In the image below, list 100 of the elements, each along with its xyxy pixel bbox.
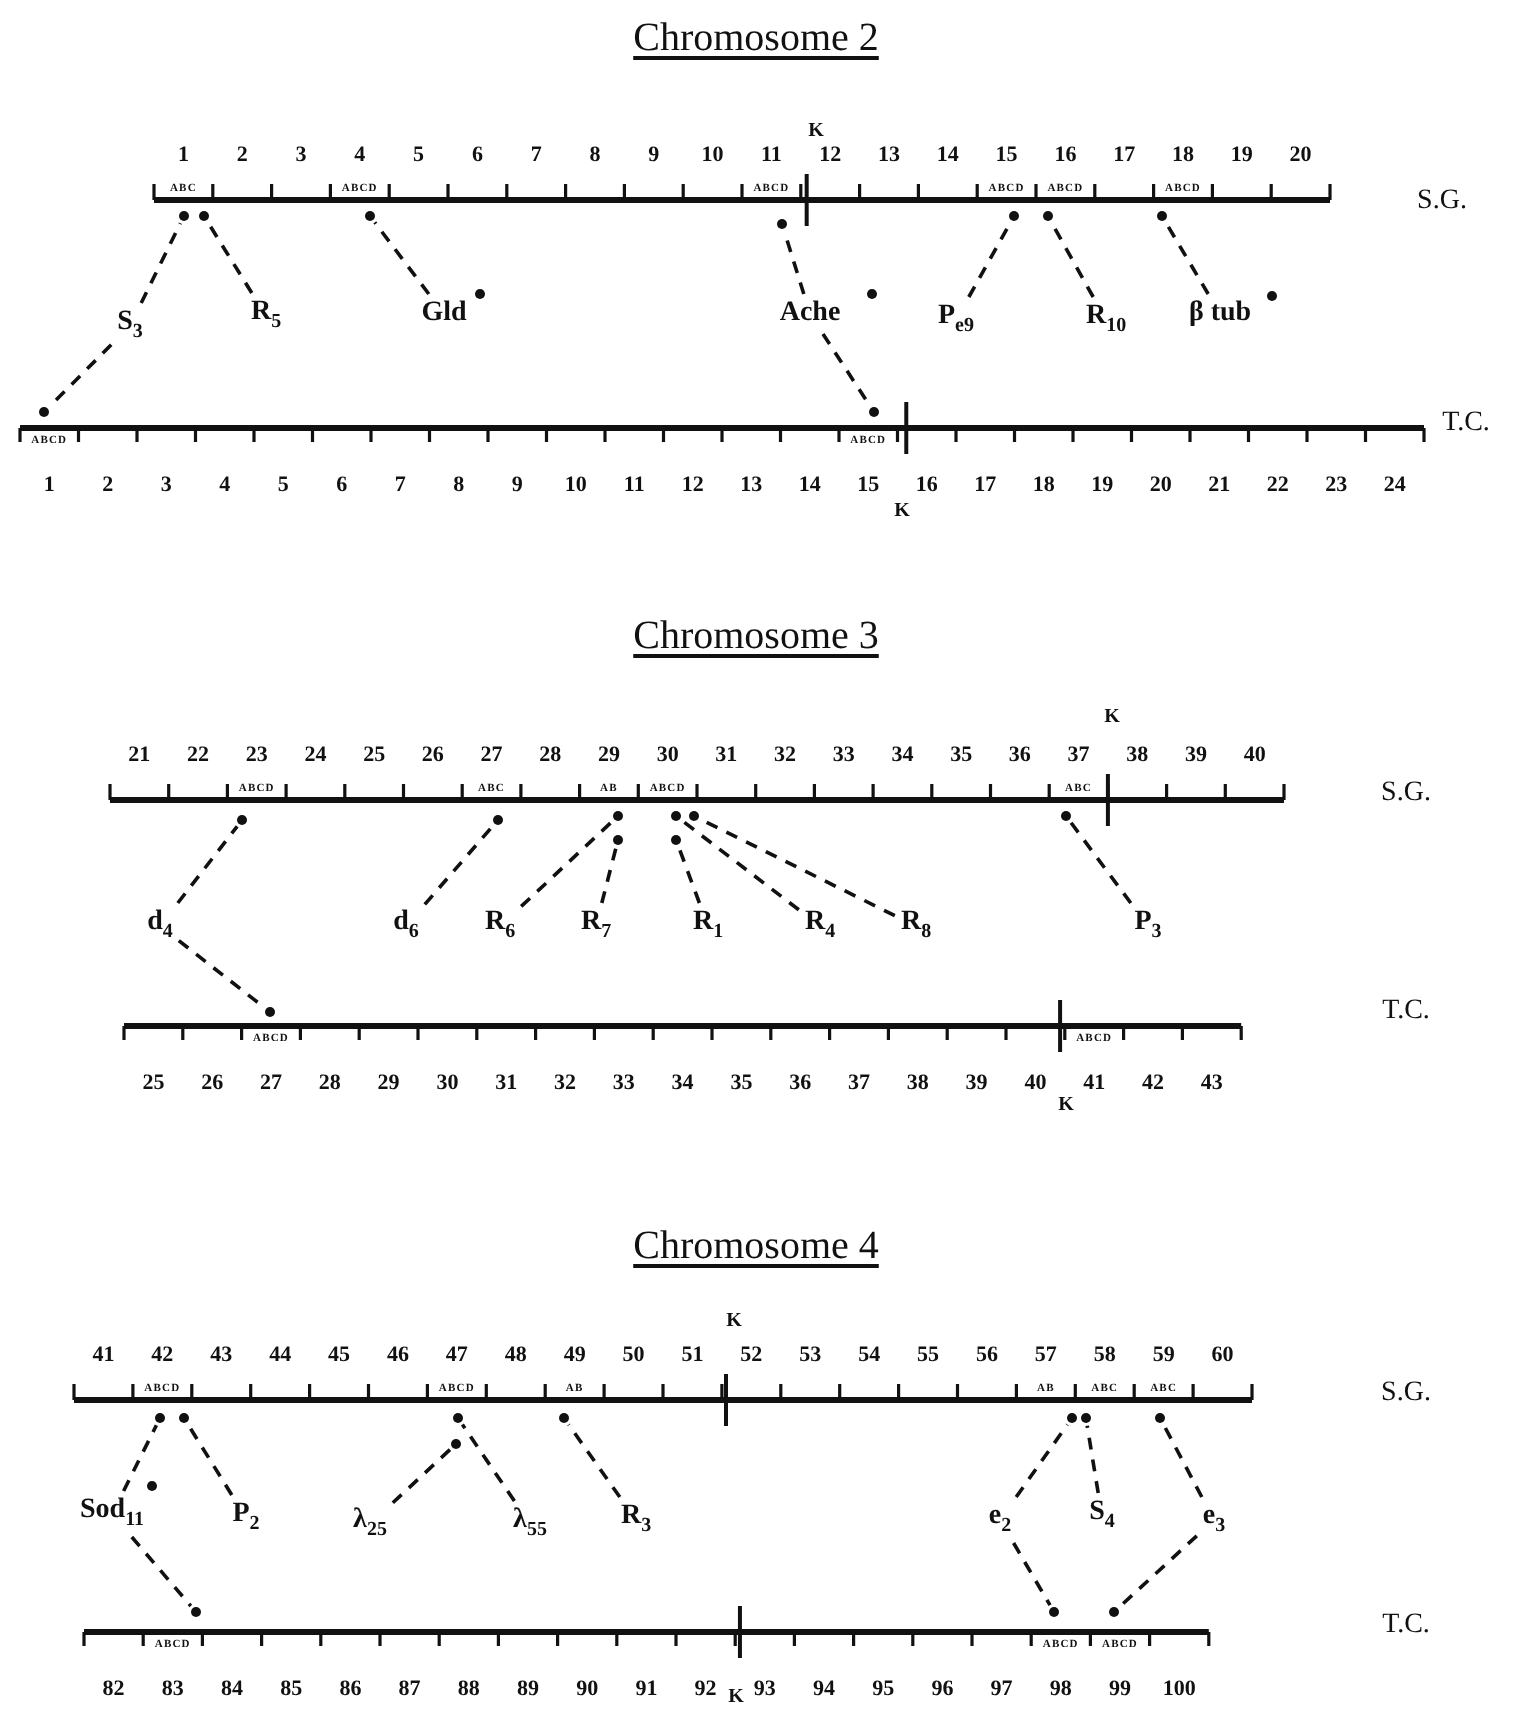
division-number: 42 [151, 1345, 174, 1367]
division-number: 19 [1230, 145, 1253, 167]
division-number: 91 [635, 1679, 658, 1701]
gene-label: S$_{4}$ [1087, 1497, 1117, 1535]
division-number: 31 [715, 745, 738, 767]
leader-line [1118, 1534, 1198, 1608]
division-number: 26 [201, 1073, 224, 1095]
division-number: 55 [917, 1345, 940, 1367]
leader-line [1164, 221, 1210, 295]
division-number: 11 [760, 145, 782, 167]
division-number: 56 [975, 1345, 998, 1367]
division-number: 54 [858, 1345, 881, 1367]
locus-dot [475, 289, 485, 299]
division-number: 44 [269, 1345, 292, 1367]
division-number: 38 [906, 1073, 929, 1095]
division-number: 3 [295, 145, 307, 167]
division-number: 87 [398, 1679, 421, 1701]
division-number: 94 [813, 1679, 835, 1701]
division-number: 14 [798, 475, 821, 497]
locus-dot [1067, 1413, 1077, 1423]
division-number: 10 [564, 475, 587, 497]
leader-line [1050, 222, 1095, 298]
division-number: 3 [160, 475, 172, 497]
leader-line [391, 1448, 452, 1505]
division-number: 35 [950, 745, 973, 767]
division-number: 41 [1083, 1073, 1106, 1095]
division-number: 50 [622, 1345, 645, 1367]
division-number: 9 [648, 145, 660, 167]
gene-label: R$_{7}$ [578, 907, 614, 945]
division-number: 97 [990, 1679, 1013, 1701]
division-number: 30 [656, 745, 679, 767]
division-number: 32 [774, 745, 797, 767]
locus-dot [365, 211, 375, 221]
gene-label: e$_{2}$ [986, 1501, 1014, 1539]
division-number: 27 [480, 745, 503, 767]
gene-label: λ$_{25}$ [351, 1505, 389, 1543]
leader-line [567, 1423, 622, 1499]
centromere-label: K [808, 122, 824, 142]
division-number: 14 [936, 145, 959, 167]
locus-dot [559, 1413, 569, 1423]
division-number: 4 [219, 475, 231, 497]
division-number: 51 [681, 1345, 704, 1367]
division-number: 98 [1049, 1679, 1072, 1701]
division-number: 28 [539, 745, 562, 767]
division-number: 5 [277, 475, 289, 497]
division-number: 47 [445, 1345, 468, 1367]
division-number: 8 [453, 475, 465, 497]
leader-line [700, 818, 896, 918]
gene-label: R$_{8}$ [898, 907, 934, 945]
division-number: 57 [1034, 1345, 1057, 1367]
strain-label: S.G. [1381, 780, 1431, 808]
gene-label: d$_{4}$ [145, 907, 175, 945]
division-number: 36 [1008, 745, 1031, 767]
division-number: 2 [102, 475, 114, 497]
gene-label: R$_{3}$ [618, 1501, 654, 1539]
locus-dot [179, 1413, 189, 1423]
gene-label: R$_{10}$ [1083, 301, 1129, 339]
division-number: 33 [612, 1073, 635, 1095]
gene-label: Ache [777, 298, 843, 330]
division-number: 20 [1149, 475, 1172, 497]
leader-line [967, 222, 1012, 298]
centromere-label: K [894, 502, 910, 522]
division-number: 18 [1172, 145, 1194, 167]
division-number: 21 [1208, 475, 1231, 497]
gene-label: P$_{e9}$ [936, 301, 976, 339]
locus-dot [777, 219, 787, 229]
division-number: 13 [878, 145, 900, 167]
division-number: 4 [354, 145, 366, 167]
locus-dot [1155, 1413, 1165, 1423]
locus-dot [1009, 211, 1019, 221]
division-number: 34 [891, 745, 914, 767]
division-number: 19 [1091, 475, 1114, 497]
division-number: 39 [1184, 745, 1207, 767]
division-number: 100 [1162, 1679, 1196, 1701]
division-number: 99 [1109, 1679, 1131, 1701]
locus-dot [265, 1007, 275, 1017]
division-number: 48 [504, 1345, 527, 1367]
leader-line [460, 1423, 516, 1502]
locus-dot [671, 835, 681, 845]
division-number: 38 [1126, 745, 1149, 767]
division-number: 25 [142, 1073, 165, 1095]
gene-label: P$_{3}$ [1132, 907, 1164, 945]
division-number: 53 [799, 1345, 822, 1367]
locus-dot [39, 407, 49, 417]
division-number: 92 [694, 1679, 717, 1701]
locus-dot [1081, 1413, 1091, 1423]
leader-line [176, 825, 239, 905]
division-number: 36 [789, 1073, 812, 1095]
locus-dot [867, 289, 877, 299]
division-number: 40 [1024, 1073, 1047, 1095]
division-number: 84 [221, 1679, 243, 1701]
gene-label: S$_{3}$ [115, 307, 145, 345]
division-number: 24 [1383, 475, 1406, 497]
strain-label: S.G. [1417, 188, 1467, 216]
division-number: 2 [236, 145, 248, 167]
leader-line [1085, 1425, 1100, 1494]
division-number: 12 [681, 475, 704, 497]
chromosome-heading: Chromosome 2 [633, 18, 879, 58]
division-number: 27 [260, 1073, 282, 1095]
division-number: 13 [740, 475, 763, 497]
